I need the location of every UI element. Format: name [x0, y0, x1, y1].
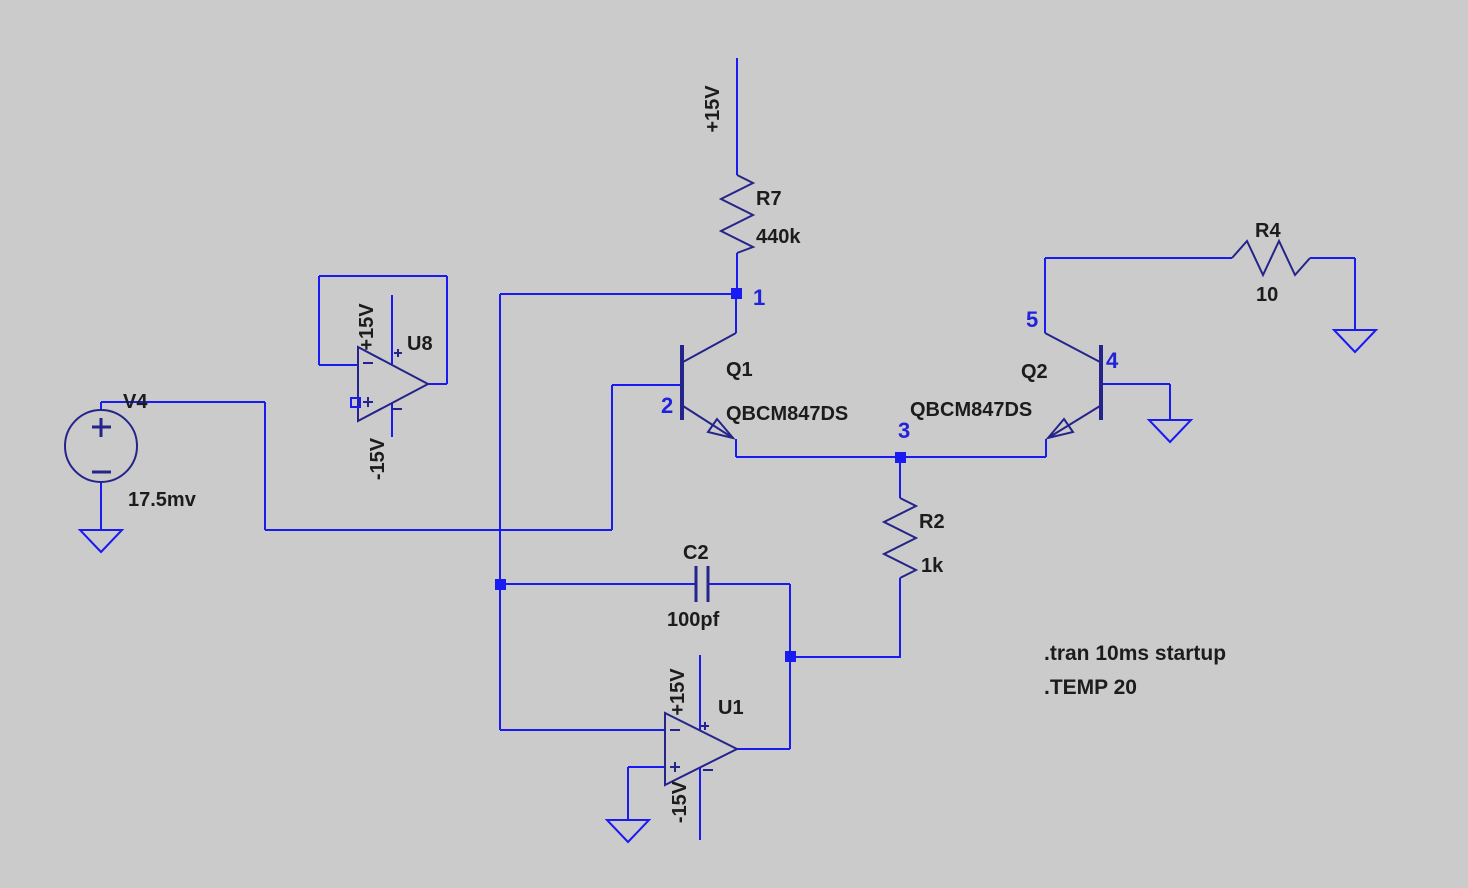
opamp-triangle	[357, 345, 431, 423]
emitter-lead	[1047, 405, 1101, 439]
emitter-arrow	[1045, 417, 1075, 440]
directive-temp[interactable]: .TEMP 20	[1044, 676, 1137, 699]
resistor-body	[1231, 238, 1311, 278]
component-ref[interactable]: C2	[683, 542, 709, 564]
component-ref[interactable]: Q2	[1021, 361, 1048, 383]
component-value[interactable]: 440k	[756, 226, 801, 248]
grounds	[77, 329, 1379, 844]
resistor-R7[interactable]: R7 440k	[718, 174, 801, 254]
junction-dot	[495, 579, 506, 590]
node-label-3[interactable]: 3	[898, 418, 910, 443]
component-value[interactable]: 17.5mv	[128, 489, 197, 511]
component-value[interactable]: QBCM847DS	[910, 399, 1032, 421]
node-labels: 1 2 3 4 5	[661, 285, 1119, 443]
supply-label[interactable]: +15V	[702, 85, 724, 133]
node-label-4[interactable]: 4	[1106, 348, 1119, 373]
component-ref[interactable]: V4	[123, 391, 148, 413]
wires	[100, 58, 1356, 840]
supply-label[interactable]: -15V	[669, 780, 691, 823]
ground-icon[interactable]	[604, 819, 652, 844]
emitter-lead	[682, 405, 734, 439]
resistor-R2[interactable]: R2 1k	[881, 497, 945, 579]
component-value[interactable]: QBCM847DS	[726, 403, 848, 425]
supply-label[interactable]: -15V	[367, 437, 389, 480]
ground-icon[interactable]	[77, 529, 125, 554]
node-label-1[interactable]: 1	[753, 285, 765, 310]
junction-dot	[731, 288, 742, 299]
ground-icon[interactable]	[1146, 419, 1194, 444]
resistor-R4[interactable]: R4 10	[1231, 220, 1311, 306]
component-ref[interactable]: U1	[718, 697, 744, 719]
node-label-2[interactable]: 2	[661, 393, 673, 418]
junction-dot	[785, 651, 796, 662]
voltage-source-V4[interactable]: V4 17.5mv	[64, 391, 197, 511]
node-label-5[interactable]: 5	[1026, 307, 1038, 332]
component-ref[interactable]: U8	[407, 333, 433, 355]
component-value[interactable]: 1k	[921, 555, 944, 577]
supply-label[interactable]: +15V	[667, 668, 689, 716]
junctions	[495, 288, 906, 662]
transistor-Q2[interactable]: Q2 QBCM847DS	[910, 332, 1103, 440]
collector-lead	[1044, 332, 1101, 363]
source-circle	[64, 409, 138, 483]
resistor-body	[881, 497, 919, 579]
capacitor-C2[interactable]: C2 100pf	[667, 542, 720, 631]
directive-tran[interactable]: .tran 10ms startup	[1044, 642, 1226, 665]
component-ref[interactable]: R4	[1255, 220, 1281, 242]
resistor-body	[718, 174, 756, 254]
supply-label[interactable]: +15V	[356, 303, 378, 351]
opamp-triangle	[664, 711, 740, 787]
component-value[interactable]: 100pf	[667, 609, 720, 631]
opamp-U1[interactable]: U1 +15V -15V	[664, 668, 744, 823]
opamp-U8[interactable]: U8 +15V -15V	[350, 303, 433, 480]
component-ref[interactable]: Q1	[726, 359, 753, 381]
junction-dot	[895, 452, 906, 463]
component-value[interactable]: 10	[1256, 284, 1278, 306]
component-ref[interactable]: R7	[756, 188, 782, 210]
unconnected-pin-square	[350, 397, 361, 408]
emitter-arrow	[706, 417, 736, 440]
transistor-Q1[interactable]: Q1 QBCM847DS	[680, 332, 848, 440]
collector-lead	[682, 332, 737, 363]
ground-icon[interactable]	[1331, 329, 1379, 354]
spice-directives[interactable]: .tran 10ms startup .TEMP 20	[1044, 642, 1226, 699]
component-ref[interactable]: R2	[919, 511, 945, 533]
